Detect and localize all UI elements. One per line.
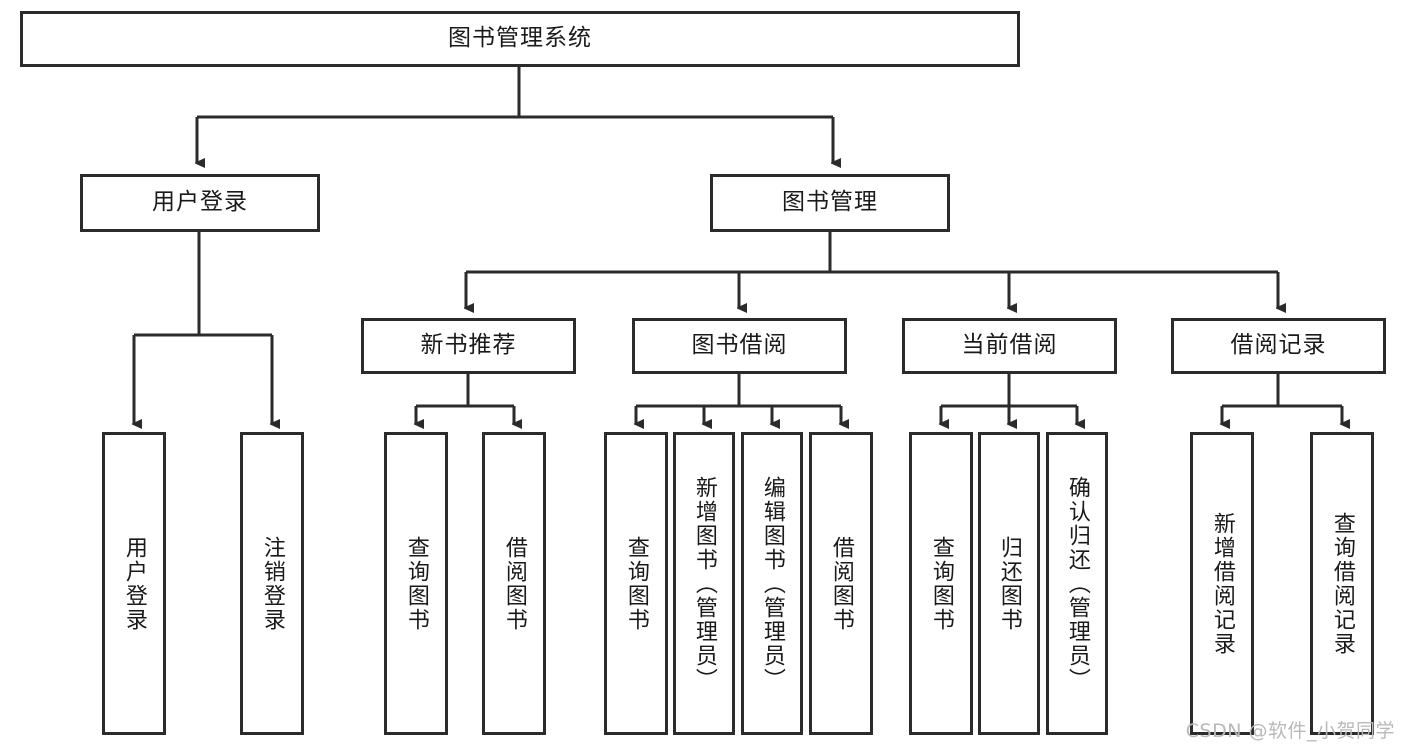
leaf-label: 查询图书 <box>928 535 954 632</box>
node-new-book-recommend-label: 新书推荐 <box>420 332 517 359</box>
leaf-current-borrow-confirm[interactable]: 确认归还（管理员） <box>1046 432 1108 735</box>
leaf-label: 注销登录 <box>259 535 285 632</box>
node-root[interactable]: 图书管理系统 <box>20 11 1020 67</box>
node-current-borrow[interactable]: 当前借阅 <box>902 318 1117 374</box>
leaf-new-book-borrow[interactable]: 借阅图书 <box>482 432 546 735</box>
leaf-label: 借阅图书 <box>828 535 854 632</box>
leaf-user-login-login[interactable]: 用户登录 <box>102 432 166 735</box>
leaf-book-borrow-borrow[interactable]: 借阅图书 <box>809 432 873 735</box>
node-root-label: 图书管理系统 <box>448 25 592 52</box>
leaf-book-borrow-edit[interactable]: 编辑图书（管理员） <box>741 432 803 735</box>
leaf-user-login-logout[interactable]: 注销登录 <box>240 432 304 735</box>
node-user-login-label: 用户登录 <box>152 189 248 216</box>
leaf-label: 新增图书（管理员） <box>691 475 717 692</box>
leaf-label: 查询图书 <box>623 535 649 632</box>
leaf-label: 归还图书 <box>996 535 1022 632</box>
node-user-login[interactable]: 用户登录 <box>80 174 320 232</box>
leaf-label: 借阅图书 <box>501 535 527 632</box>
leaf-book-borrow-add[interactable]: 新增图书（管理员） <box>673 432 735 735</box>
node-book-management-label: 图书管理 <box>782 189 878 216</box>
leaf-label: 确认归还（管理员） <box>1064 475 1090 692</box>
leaf-label: 编辑图书（管理员） <box>759 475 785 692</box>
node-book-borrow[interactable]: 图书借阅 <box>632 318 847 374</box>
node-borrow-record-label: 借阅记录 <box>1230 332 1327 359</box>
node-borrow-record[interactable]: 借阅记录 <box>1171 318 1386 374</box>
leaf-borrow-record-query[interactable]: 查询借阅记录 <box>1310 432 1374 735</box>
leaf-label: 用户登录 <box>121 535 147 632</box>
node-book-borrow-label: 图书借阅 <box>691 332 788 359</box>
leaf-new-book-query[interactable]: 查询图书 <box>384 432 448 735</box>
node-book-management[interactable]: 图书管理 <box>710 174 950 232</box>
leaf-label: 新增借阅记录 <box>1209 511 1235 656</box>
watermark: CSDN @软件_小贺同学 <box>1185 720 1395 742</box>
leaf-current-borrow-return[interactable]: 归还图书 <box>978 432 1040 735</box>
leaf-label: 查询借阅记录 <box>1329 511 1355 656</box>
leaf-label: 查询图书 <box>403 535 429 632</box>
leaf-book-borrow-query[interactable]: 查询图书 <box>604 432 668 735</box>
leaf-current-borrow-query[interactable]: 查询图书 <box>909 432 973 735</box>
leaf-borrow-record-add[interactable]: 新增借阅记录 <box>1190 432 1254 735</box>
node-new-book-recommend[interactable]: 新书推荐 <box>361 318 576 374</box>
node-current-borrow-label: 当前借阅 <box>961 332 1058 359</box>
